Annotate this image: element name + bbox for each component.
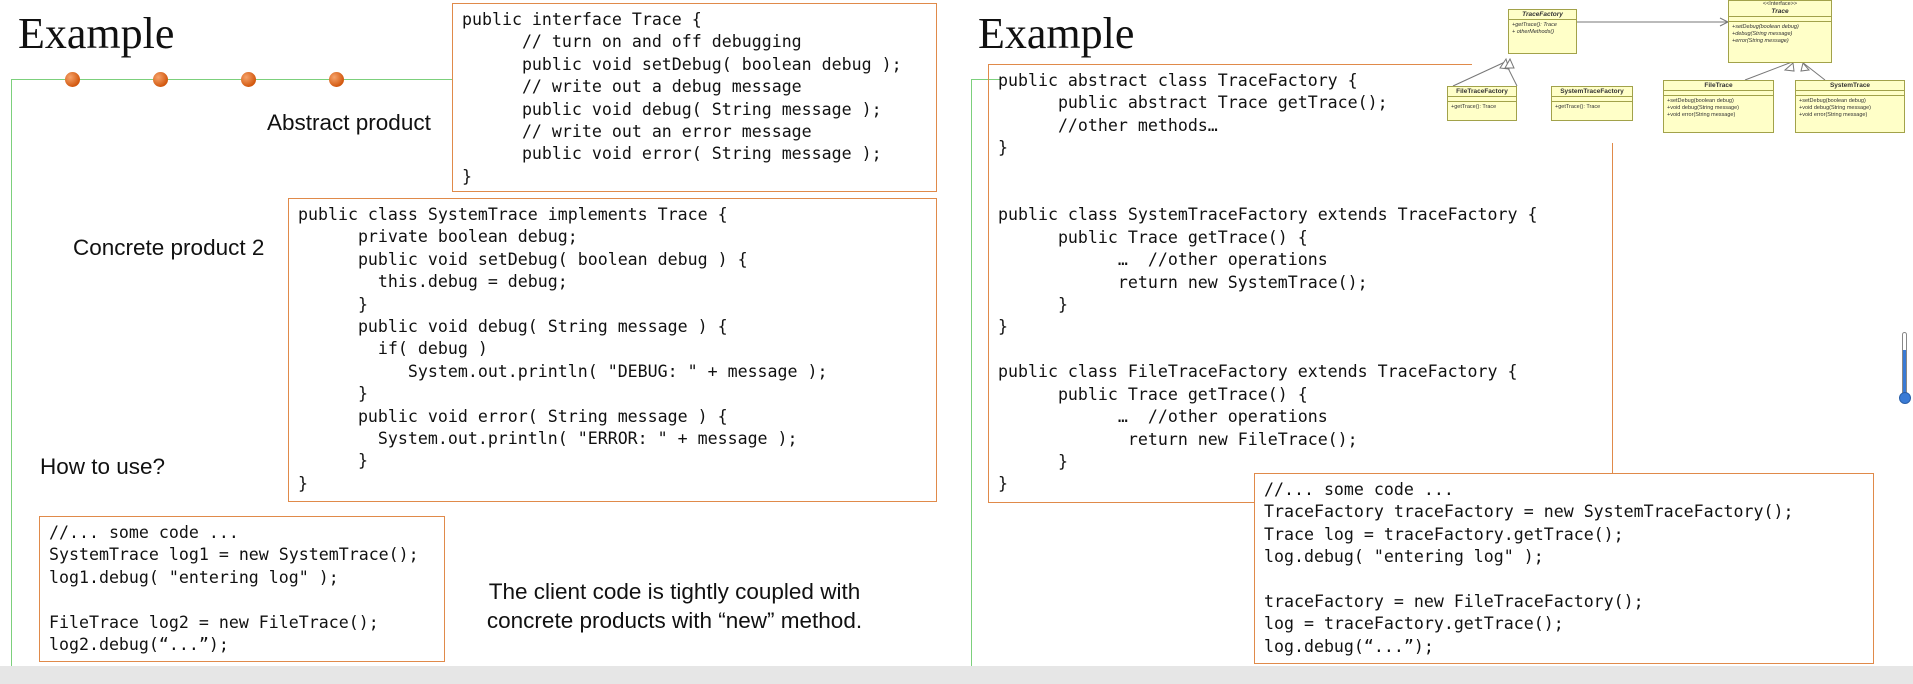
scroll-indicator[interactable] — [1898, 332, 1912, 406]
uml-class-system-trace: SystemTrace +setDebug(boolean debug) +vo… — [1795, 80, 1905, 133]
bullet-dot — [65, 72, 80, 87]
client-code: //... some code ... TraceFactory traceFa… — [1254, 473, 1874, 664]
factory-code-frame-right — [1612, 143, 1613, 473]
uml-class-trace: <<Interface>> Trace +setDebug(boolean de… — [1728, 0, 1832, 63]
uml-stereotype: <<Interface>> — [1762, 1, 1798, 7]
decorative-line — [971, 79, 972, 666]
uml-class-ops: +getTrace(): Trace + otherMethods() — [1512, 22, 1557, 35]
uml-class-name: SystemTraceFactory — [1552, 87, 1632, 97]
uml-class-ops: +setDebug(boolean debug) +void debug(Str… — [1667, 98, 1739, 118]
coupling-note: The client code is tightly coupled with … — [486, 579, 863, 633]
factory-code-frame — [988, 64, 1472, 503]
decorative-line — [11, 79, 453, 80]
uml-class-file-trace: FileTrace +setDebug(boolean debug) +void… — [1663, 80, 1774, 133]
uml-class-ops: +setDebug(boolean debug) +debug(String m… — [1732, 24, 1799, 44]
left-slide: Example public interface Trace { // turn… — [0, 0, 960, 666]
uml-class-diagram: TraceFactory +getTrace(): Trace + otherM… — [1445, 0, 1913, 140]
factory-code: public abstract class TraceFactory { pub… — [998, 71, 1538, 494]
uml-class-system-trace-factory: SystemTraceFactory +getTrace(): Trace — [1551, 86, 1633, 121]
bullet-dot — [153, 72, 168, 87]
decorative-line — [11, 79, 12, 666]
system-trace-code: public class SystemTrace implements Trac… — [288, 198, 937, 502]
uml-class-name: TraceFactory — [1509, 10, 1576, 20]
uml-class-name: SystemTrace — [1796, 81, 1904, 91]
uml-class-ops: +getTrace(): Trace — [1451, 104, 1497, 110]
uml-class-name: FileTraceFactory — [1448, 87, 1516, 97]
bottom-strip — [0, 666, 1913, 684]
abstract-product-label: Abstract product — [267, 110, 431, 135]
decorative-line — [971, 79, 1001, 80]
uml-class-name: FileTrace — [1664, 81, 1773, 91]
concrete-product-label: Concrete product 2 — [73, 235, 265, 260]
slide-title: Example — [18, 9, 175, 58]
uml-class-name: Trace — [1729, 7, 1831, 17]
uml-class-ops: +getTrace(): Trace — [1555, 104, 1601, 110]
usage-code: //... some code ... SystemTrace log1 = n… — [39, 516, 445, 662]
uml-class-ops: +setDebug(boolean debug) +void debug(Str… — [1799, 98, 1871, 118]
uml-class-file-trace-factory: FileTraceFactory +getTrace(): Trace — [1447, 86, 1517, 121]
uml-class-trace-factory: TraceFactory +getTrace(): Trace + otherM… — [1508, 9, 1577, 54]
bullet-dot — [329, 72, 344, 87]
bullet-dot — [241, 72, 256, 87]
slide-title: Example — [978, 9, 1135, 58]
trace-interface-code: public interface Trace { // turn on and … — [452, 3, 937, 192]
how-to-use-label: How to use? — [40, 454, 166, 479]
